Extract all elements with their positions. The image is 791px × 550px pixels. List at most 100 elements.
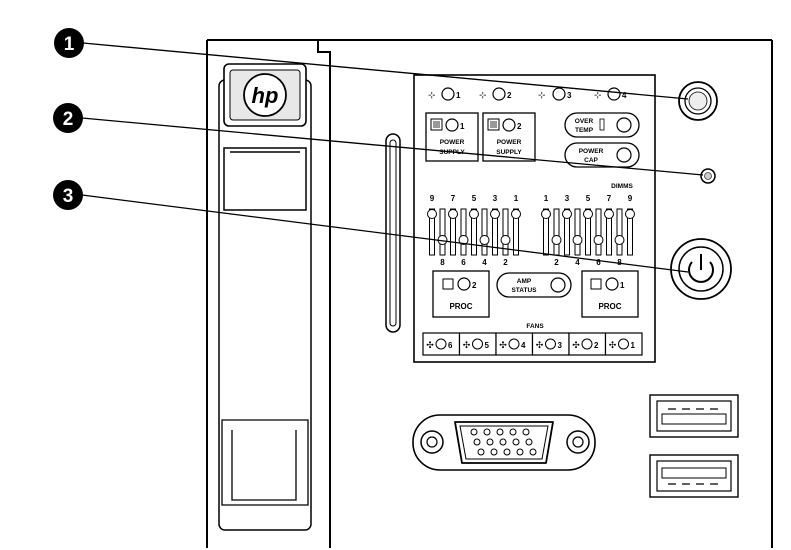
dimm-number-bottom: 4	[575, 258, 580, 267]
usb-port-top	[649, 394, 739, 438]
svg-text:1: 1	[620, 281, 625, 290]
vga-pin	[503, 448, 511, 456]
dimm-number-bottom: 2	[503, 258, 508, 267]
dimms-label: DIMMS	[611, 183, 633, 190]
vga-pin	[473, 438, 481, 446]
dimm-number-bottom: 2	[554, 258, 559, 267]
dimm-slot-led	[604, 208, 614, 256]
dimm-number-top: 9	[430, 194, 435, 203]
hp-logo: hp	[223, 63, 307, 127]
vga-pins	[470, 428, 537, 456]
dimm-slot-led	[437, 208, 448, 256]
pull-handle	[218, 79, 312, 531]
vga-pin	[490, 448, 498, 456]
dimm-slot-led	[448, 208, 458, 256]
callout-1: 1	[54, 28, 84, 58]
power-icon	[688, 261, 714, 283]
svg-text:STATUS: STATUS	[511, 287, 537, 294]
fan-number: 5	[485, 341, 490, 350]
dimm-slot-led	[625, 208, 635, 256]
fan-led: ✣4	[495, 332, 534, 356]
insight-display-panel: ⊹ 1 ⊹ 2 ⊹ 3 ⊹ 4	[413, 74, 656, 363]
dimm-slot-led	[562, 208, 572, 256]
svg-text:2: 2	[472, 281, 477, 290]
amp-status-led: AMP STATUS	[496, 272, 572, 298]
dimm-number-top: 7	[451, 194, 456, 203]
fan-icon: ✣	[609, 340, 617, 350]
vga-pin	[516, 448, 524, 456]
power-button[interactable]	[670, 238, 732, 300]
vga-pin	[512, 438, 520, 446]
svg-text:3: 3	[63, 186, 74, 207]
vga-pin	[483, 428, 491, 436]
fan-number: 3	[558, 341, 563, 350]
nic-led-row: ⊹ 1 ⊹ 2 ⊹ 3 ⊹ 4	[428, 87, 627, 101]
svg-text:2: 2	[517, 122, 522, 131]
chassis	[206, 39, 773, 548]
svg-text:1: 1	[460, 122, 465, 131]
dimm-number-top: 3	[565, 194, 570, 203]
dimm-number-bottom: 4	[482, 258, 487, 267]
svg-text:POWER: POWER	[497, 139, 522, 146]
fan-icon: ✣	[426, 340, 434, 350]
svg-text:TEMP: TEMP	[575, 127, 594, 134]
dimm-number-top: 5	[472, 194, 477, 203]
dimm-slot-led	[490, 208, 500, 256]
nic-led-label: 1	[456, 91, 461, 100]
dimm-number-bottom: 8	[440, 258, 445, 267]
svg-text:⊹: ⊹	[479, 90, 487, 100]
svg-text:⊹: ⊹	[538, 90, 546, 100]
svg-text:AMP: AMP	[517, 278, 532, 285]
fan-icon: ✣	[463, 340, 471, 350]
svg-text:SUPPLY: SUPPLY	[496, 149, 522, 156]
fan-led: ✣5	[458, 332, 497, 356]
dimm-number-top: 1	[544, 194, 549, 203]
uid-button[interactable]	[678, 81, 718, 121]
svg-text:1: 1	[64, 34, 75, 55]
svg-text:⊹: ⊹	[594, 90, 602, 100]
dimm-number-bottom: 8	[617, 258, 622, 267]
vga-port	[412, 414, 596, 471]
svg-text:PROC: PROC	[449, 302, 472, 311]
dimm-number-top: 3	[493, 194, 498, 203]
callout-1-leader	[82, 42, 689, 100]
nic-led-label: 3	[567, 91, 572, 100]
dimm-slot-led	[511, 208, 521, 256]
vga-pin	[525, 438, 533, 446]
vertical-slot	[385, 133, 401, 333]
vga-pin	[499, 438, 507, 446]
dimm-number-top: 1	[514, 194, 519, 203]
svg-text:POWER: POWER	[579, 148, 604, 155]
dimm-slot-led	[551, 208, 562, 256]
vga-pin	[486, 438, 494, 446]
fan-icon: ✣	[536, 340, 544, 350]
usb-port-bottom	[649, 454, 739, 498]
vga-pin	[529, 448, 537, 456]
nic-led: ⊹ 3	[538, 87, 572, 101]
callout-2: 2	[53, 103, 83, 133]
fan-number: 4	[521, 341, 526, 350]
health-led	[700, 168, 716, 184]
svg-text:OVER: OVER	[575, 118, 594, 125]
over-temp-led: OVER TEMP	[564, 112, 640, 138]
dimm-slot-led	[458, 208, 469, 256]
svg-text:2: 2	[63, 109, 74, 130]
dimm-slot-led	[479, 208, 490, 256]
fan-led: ✣1	[604, 332, 643, 356]
callout-3-leader	[81, 194, 689, 273]
dimm-slot-led	[593, 208, 604, 256]
dimm-number-top: 7	[607, 194, 612, 203]
hp-logo-text: hp	[252, 83, 279, 108]
callout-3: 3	[53, 180, 83, 210]
dimm-slot-led	[469, 208, 479, 256]
dimm-number-top: 9	[628, 194, 633, 203]
dimm-slot-led	[614, 208, 625, 256]
nic-led-label: 4	[622, 91, 627, 100]
svg-text:PROC: PROC	[598, 302, 621, 311]
proc-1-led: 1 PROC	[581, 270, 639, 318]
fan-led: ✣3	[531, 332, 570, 356]
vga-pin	[477, 448, 485, 456]
